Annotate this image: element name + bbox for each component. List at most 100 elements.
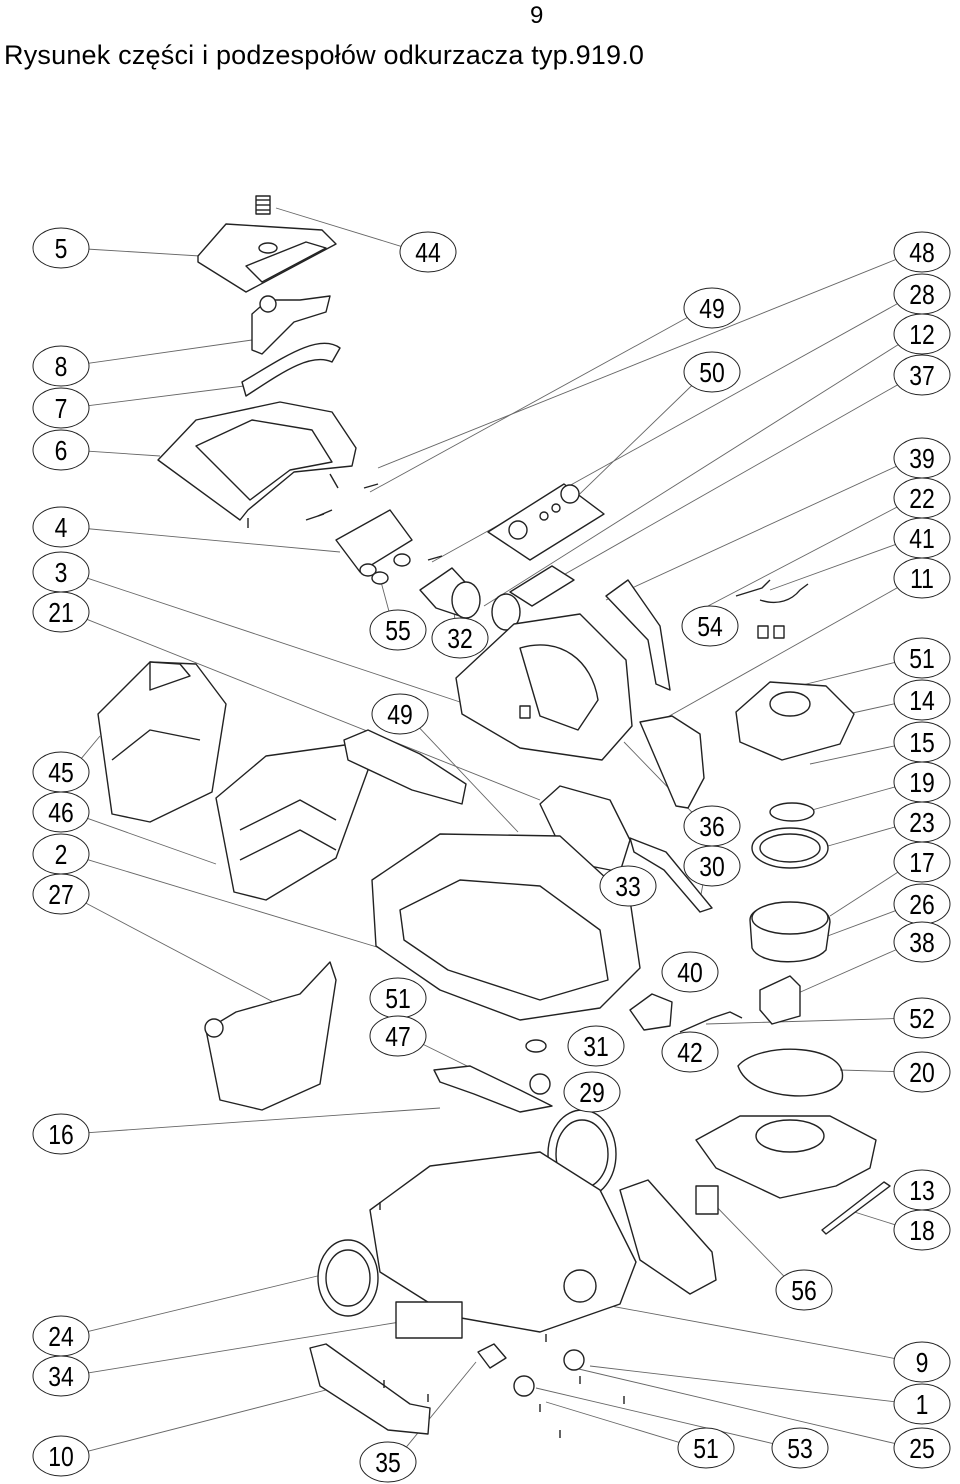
callout-number: 24 (48, 1322, 74, 1353)
callout-6: 6 (32, 429, 90, 471)
callout-number: 20 (909, 1058, 935, 1089)
callout-number: 19 (909, 768, 935, 799)
callout-ellipse (661, 951, 719, 993)
callout-number: 51 (385, 984, 411, 1015)
callout-ellipse (683, 351, 741, 393)
callout-ellipse (371, 693, 429, 735)
callout-number: 50 (699, 358, 725, 389)
callout-52: 52 (893, 997, 951, 1039)
callout-8: 8 (32, 345, 90, 387)
leader-line-49 (419, 727, 519, 833)
callout-ellipse (599, 865, 657, 907)
leader-line-11 (647, 587, 899, 729)
callout-ellipse (32, 591, 90, 633)
callout-53: 53 (771, 1427, 829, 1469)
callout-3: 3 (32, 551, 90, 593)
leader-line-16 (88, 1107, 441, 1134)
callout-ellipse (32, 227, 90, 269)
leader-line-56 (709, 1199, 785, 1277)
leader-line-18 (847, 1209, 896, 1226)
part-lever-30 (629, 837, 713, 913)
callout-number: 28 (909, 280, 935, 311)
callout-number: 14 (909, 686, 935, 717)
leader-line-22 (707, 506, 898, 607)
callout-49: 49 (683, 287, 741, 329)
callout-12: 12 (893, 313, 951, 355)
leader-line-44 (275, 207, 402, 247)
part-base (369, 1151, 637, 1333)
part-filter-cassette (215, 743, 369, 901)
callout-ellipse (431, 617, 489, 659)
leader-line-25 (565, 1365, 896, 1445)
leader-line-27 (85, 902, 297, 1015)
callout-36: 36 (683, 805, 741, 847)
leader-line-19 (811, 786, 896, 811)
callout-number: 23 (909, 808, 935, 839)
leader-line-3 (86, 577, 461, 703)
callout-number: 16 (48, 1120, 74, 1151)
callout-number: 26 (909, 890, 935, 921)
leader-line-34 (88, 1321, 401, 1374)
part-switch-40 (629, 993, 673, 1031)
part-bracket-38 (759, 975, 801, 1025)
callout-ellipse (775, 1269, 833, 1311)
callout-ellipse (32, 1355, 90, 1397)
leader-line-48 (377, 258, 897, 469)
callout-number: 1 (916, 1390, 929, 1421)
callout-ellipse (32, 387, 90, 429)
callout-number: 41 (909, 524, 935, 555)
callout-number: 52 (909, 1004, 935, 1035)
callout-number: 40 (677, 958, 703, 989)
leader-line-45 (80, 735, 101, 759)
leader-line-6 (88, 450, 161, 457)
callout-4: 4 (32, 506, 90, 548)
callout-56: 56 (775, 1269, 833, 1311)
callout-ellipse (32, 1435, 90, 1477)
callout-42: 42 (661, 1031, 719, 1073)
callout-26: 26 (893, 883, 951, 925)
callout-13: 13 (893, 1169, 951, 1211)
callout-51: 51 (369, 977, 427, 1019)
callout-number: 51 (693, 1434, 719, 1465)
callout-46: 46 (32, 791, 90, 833)
part-cable-22 (735, 579, 809, 604)
callout-51: 51 (677, 1427, 735, 1469)
callout-ellipse (893, 1383, 951, 1425)
callout-ellipse (683, 287, 741, 329)
callout-44: 44 (399, 231, 457, 273)
callout-ellipse (677, 1427, 735, 1469)
part-rear-grille (309, 1343, 431, 1435)
leader-line-8 (88, 339, 253, 364)
callout-number: 36 (699, 812, 725, 843)
leader-line-14 (847, 703, 896, 715)
callout-number: 3 (55, 558, 68, 589)
callout-1: 1 (893, 1383, 951, 1425)
part-pcb (509, 565, 575, 607)
callout-number: 29 (579, 1078, 605, 1109)
callout-number: 48 (909, 238, 935, 269)
callout-50: 50 (683, 351, 741, 393)
callout-number: 27 (48, 880, 74, 911)
part-bracket-47 (433, 1065, 553, 1113)
leader-line-24 (87, 1271, 335, 1332)
callout-number: 55 (385, 616, 411, 647)
callout-ellipse (661, 1031, 719, 1073)
callout-19: 19 (893, 761, 951, 803)
part-lower-housing (371, 833, 641, 1021)
leader-line-38 (795, 949, 897, 995)
part-cable-42 (679, 1011, 743, 1033)
leader-line-53 (535, 1387, 774, 1445)
leader-line-39 (605, 465, 898, 601)
callout-number: 4 (55, 513, 68, 544)
callout-number: 47 (385, 1022, 411, 1053)
callout-ellipse (893, 1427, 951, 1469)
callout-ellipse (32, 1113, 90, 1155)
callout-54: 54 (681, 605, 739, 647)
callout-16: 16 (32, 1113, 90, 1155)
callout-number: 32 (447, 624, 473, 655)
callout-ellipse (893, 313, 951, 355)
part-castor-1 (563, 1349, 585, 1371)
callout-47: 47 (369, 1015, 427, 1057)
